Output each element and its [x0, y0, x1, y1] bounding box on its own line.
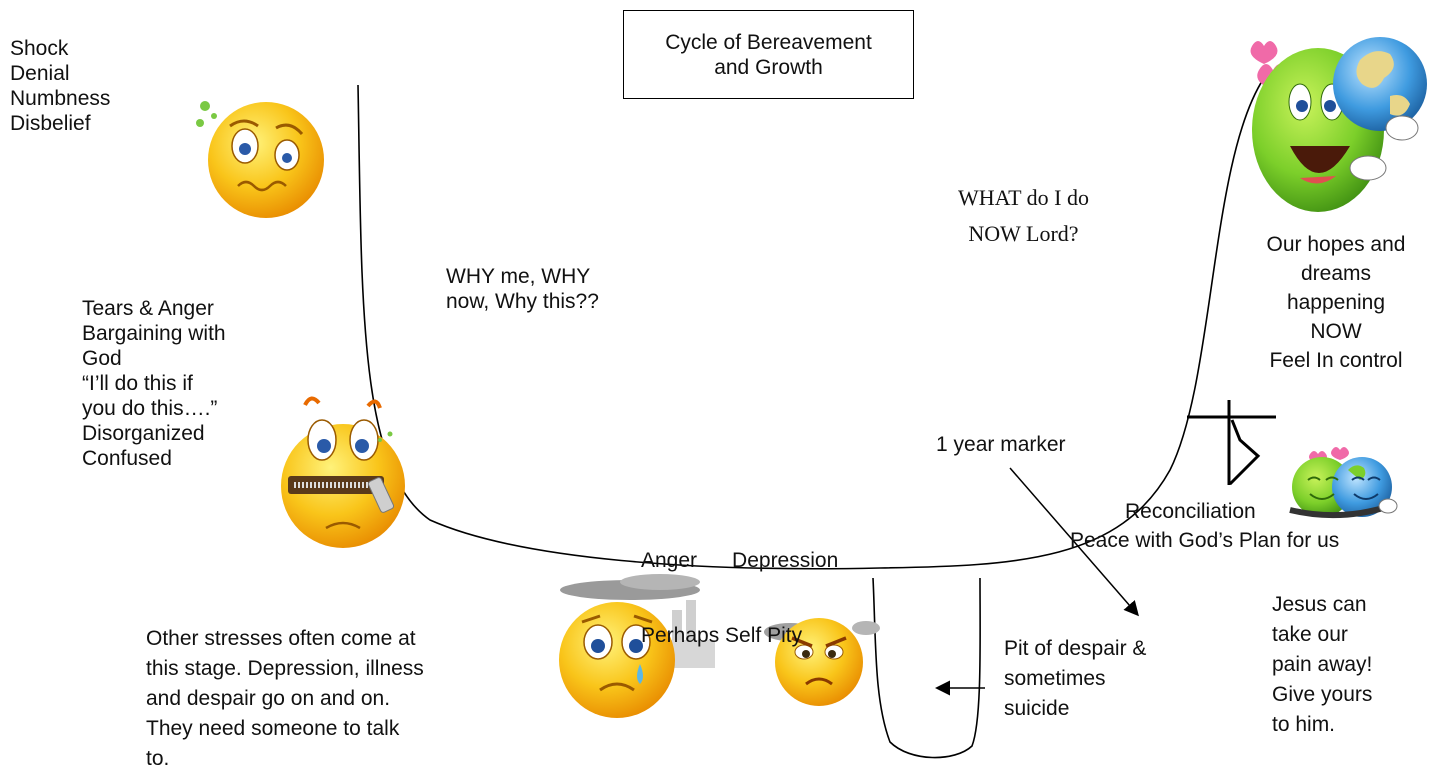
crying-face-icon: [559, 574, 715, 718]
stage-line: They need someone to talk: [146, 717, 400, 740]
stage-line: Pit of despair &: [1004, 637, 1147, 660]
other-stresses-text: Other stresses often come at this stage.…: [146, 624, 424, 774]
confused-face-icon: [196, 101, 324, 218]
stage-line: pain away!: [1272, 653, 1373, 676]
stage-line: Jesus can: [1272, 593, 1367, 616]
stage-line: WHY me, WHY: [446, 265, 591, 288]
stage-line: Disorganized: [82, 422, 205, 445]
stage-line: Give yours: [1272, 683, 1373, 706]
hugging-faces-icon: [1289, 447, 1398, 519]
shock-stage-text: Shock Denial Numbness Disbelief: [10, 36, 110, 136]
stage-line: Shock: [10, 37, 69, 60]
stage-line: Denial: [10, 62, 70, 85]
reconciliation-label: Reconciliation: [1125, 500, 1256, 523]
happy-globe-face-icon: [1250, 37, 1427, 212]
stage-line: “I’ll do this if: [82, 372, 193, 395]
stage-line: Tears & Anger: [82, 297, 214, 320]
stage-line: you do this….”: [82, 397, 218, 420]
year-marker-label: 1 year marker: [936, 433, 1066, 456]
title-lines: Cycle of Bereavement and Growth: [665, 30, 872, 80]
angry-face-icon: [764, 618, 880, 706]
what-now-text: WHAT do I do NOW Lord?: [958, 180, 1089, 252]
anger-depression-text: Anger Depression Perhaps Self Pity: [641, 498, 838, 673]
stage-line: Confused: [82, 447, 172, 470]
peace-label: Peace with God’s Plan for us: [1070, 529, 1340, 552]
stage-line: dreams: [1300, 262, 1372, 285]
stage-line: WHAT do I do: [958, 185, 1089, 210]
zipped-mouth-face-icon: [281, 396, 405, 548]
title-line: and Growth: [714, 55, 823, 79]
stage-line: Feel In control: [1269, 349, 1403, 372]
stage-line: to him.: [1272, 713, 1336, 736]
tears-anger-stage-text: Tears & Anger Bargaining with God “I’ll …: [82, 296, 226, 471]
stage-line: Numbness: [10, 87, 111, 110]
stage-line: happening: [1286, 291, 1386, 314]
pit-of-despair-line: [872, 577, 981, 759]
why-me-text: WHY me, WHY now, Why this??: [446, 264, 599, 314]
hopes-dreams-text: Our hopes and dreams happening NOW Feel …: [1236, 230, 1436, 375]
stage-line: Anger Depression: [641, 549, 839, 572]
stage-line: Other stresses often come at: [146, 627, 416, 650]
stage-line: now, Why this??: [446, 290, 599, 313]
stage-line: sometimes: [1004, 667, 1106, 690]
year-marker-arrow: [1009, 467, 1139, 617]
stage-line: suicide: [1004, 697, 1070, 720]
diagram-title: Cycle of Bereavement and Growth: [623, 10, 914, 99]
pit-of-despair-text: Pit of despair & sometimes suicide: [1004, 634, 1146, 724]
stage-line: Disbelief: [10, 112, 91, 135]
title-line: Cycle of Bereavement: [665, 30, 872, 54]
stage-line: this stage. Depression, illness: [146, 657, 424, 680]
bereavement-curve: [357, 77, 1265, 570]
stage-line: NOW Lord?: [968, 221, 1079, 246]
stage-line: Perhaps Self Pity: [641, 624, 803, 647]
cross-icon: [1187, 400, 1276, 486]
stage-line: take our: [1272, 623, 1348, 646]
stage-line: Bargaining with: [82, 322, 226, 345]
stage-line: NOW: [1310, 320, 1362, 343]
stage-line: Our hopes and: [1266, 233, 1406, 256]
stage-line: God: [82, 347, 122, 370]
stage-line: to.: [146, 747, 170, 770]
jesus-text: Jesus can take our pain away! Give yours…: [1272, 590, 1372, 740]
stage-line: and despair go on and on.: [146, 687, 391, 710]
